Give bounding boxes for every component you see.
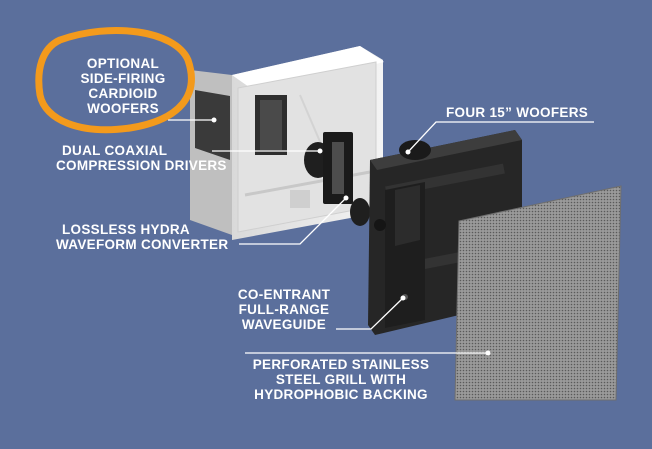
label-line: CARDIOID — [88, 86, 158, 101]
label-side-firing-woofers: OPTIONAL SIDE-FIRING CARDIOID WOOFERS — [68, 56, 178, 116]
leader-lines — [168, 117, 594, 356]
steel-grill — [454, 185, 622, 401]
label-line: OPTIONAL — [86, 56, 160, 71]
label-line: CO-ENTRANT — [237, 287, 331, 302]
label-line: LOSSLESS HYDRA — [62, 222, 190, 237]
label-co-entrant-waveguide: CO-ENTRANT FULL-RANGE WAVEGUIDE — [234, 287, 334, 332]
label-line: WAVEFORM CONVERTER — [56, 237, 229, 252]
label-four-woofers: FOUR 15” WOOFERS — [446, 105, 588, 120]
label-perforated-grill: PERFORATED STAINLESS STEEL GRILL WITH HY… — [238, 357, 444, 402]
label-dual-coaxial: DUAL COAXIAL COMPRESSION DRIVERS — [56, 143, 227, 173]
label-line: FULL-RANGE — [238, 302, 330, 317]
label-line: DUAL COAXIAL — [62, 143, 168, 158]
label-line: PERFORATED STAINLESS — [252, 357, 430, 372]
label-line: WOOFERS — [87, 101, 159, 116]
label-hydra-converter: LOSSLESS HYDRA WAVEFORM CONVERTER — [56, 222, 228, 252]
highlight-circle — [35, 27, 195, 134]
label-line: HYDROPHOBIC BACKING — [254, 387, 428, 402]
label-line: FOUR 15” WOOFERS — [446, 105, 589, 120]
label-line: WAVEGUIDE — [241, 317, 327, 332]
label-line: SIDE-FIRING — [80, 71, 166, 86]
label-line: COMPRESSION DRIVERS — [56, 158, 227, 173]
label-line: STEEL GRILL WITH — [275, 372, 407, 387]
side-firing-woofer — [195, 90, 230, 160]
